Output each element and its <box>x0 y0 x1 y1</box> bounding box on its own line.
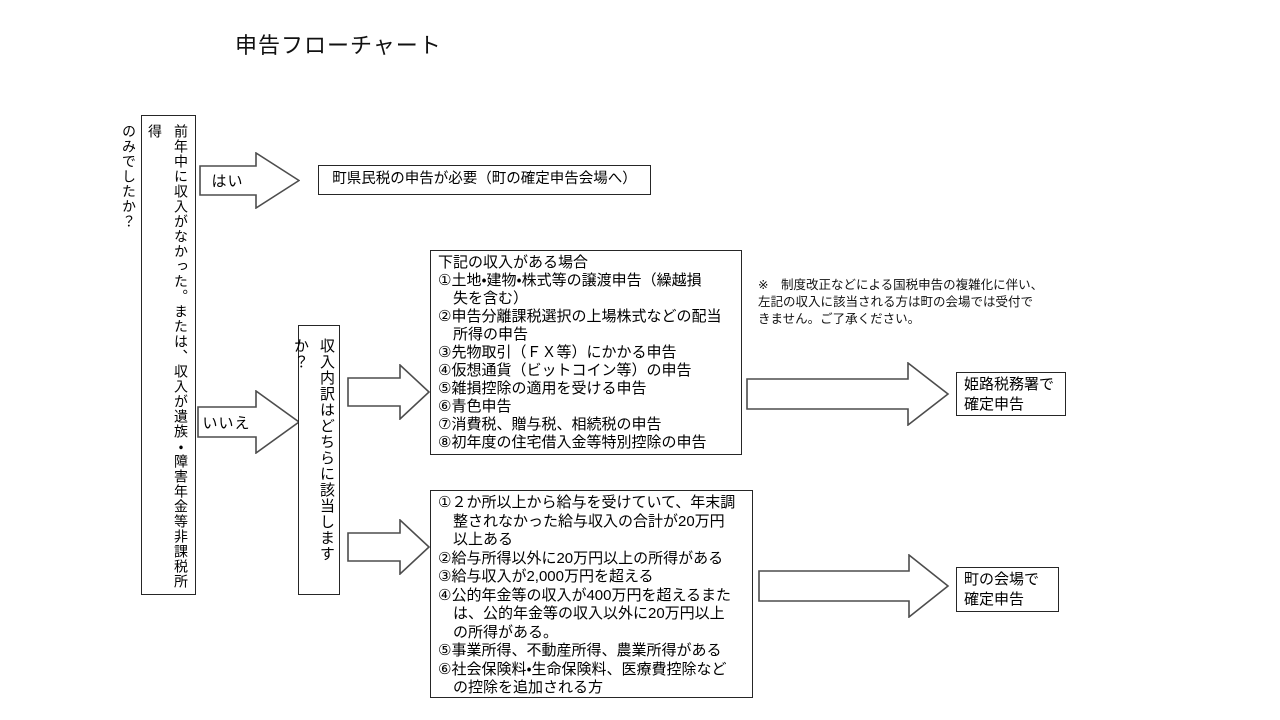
yes-arrow: はい <box>199 152 300 209</box>
case-box-national-tax: 下記の収入がある場合 ①土地・建物・株式等の譲渡申告（繰越損 失を含む） ②申告… <box>430 250 742 455</box>
result-box-resident-tax: 町県民税の申告が必要（町の確定申告会場へ） <box>318 165 651 195</box>
arrow-to-himeji-office-shape <box>746 362 950 426</box>
arrow-to-national-case-shape <box>347 364 431 420</box>
arrow-to-local-case-shape <box>347 519 431 575</box>
no-arrow-shape <box>197 390 301 454</box>
arrow-to-town-venue-shape <box>758 554 950 618</box>
question-box-income-type: 収入内訳はどちらに該当しますか？ <box>292 325 340 595</box>
question-box-no-income: 前年中に収入がなかった。または、収入が遺族・障害年金等非課税所得 のみでしたか？ <box>121 115 196 595</box>
dest-box-town-venue: 町の会場で 確定申告 <box>956 567 1059 612</box>
arrow-to-town-venue <box>758 554 950 618</box>
no-arrow: いいえ <box>197 390 301 454</box>
dest-box-himeji-tax-office: 姫路税務署で 確定申告 <box>956 372 1066 416</box>
case-box-local-venue: ①２か所以上から給与を受けていて、年末調 整されなかった給与収入の合計が20万円… <box>430 490 753 698</box>
arrow-to-national-case <box>347 364 431 420</box>
no-arrow-label: いいえ <box>202 414 251 432</box>
arrow-to-himeji-office <box>746 362 950 426</box>
yes-arrow-shape <box>199 152 300 209</box>
yes-arrow-label: はい <box>211 173 244 190</box>
arrow-to-local-case <box>347 519 431 575</box>
note-national-tax: ※ 制度改正などによる国税申告の複雑化に伴い、 左記の収入に該当される方は町の会… <box>758 278 1044 326</box>
page-title: 申告フローチャート <box>235 33 442 58</box>
